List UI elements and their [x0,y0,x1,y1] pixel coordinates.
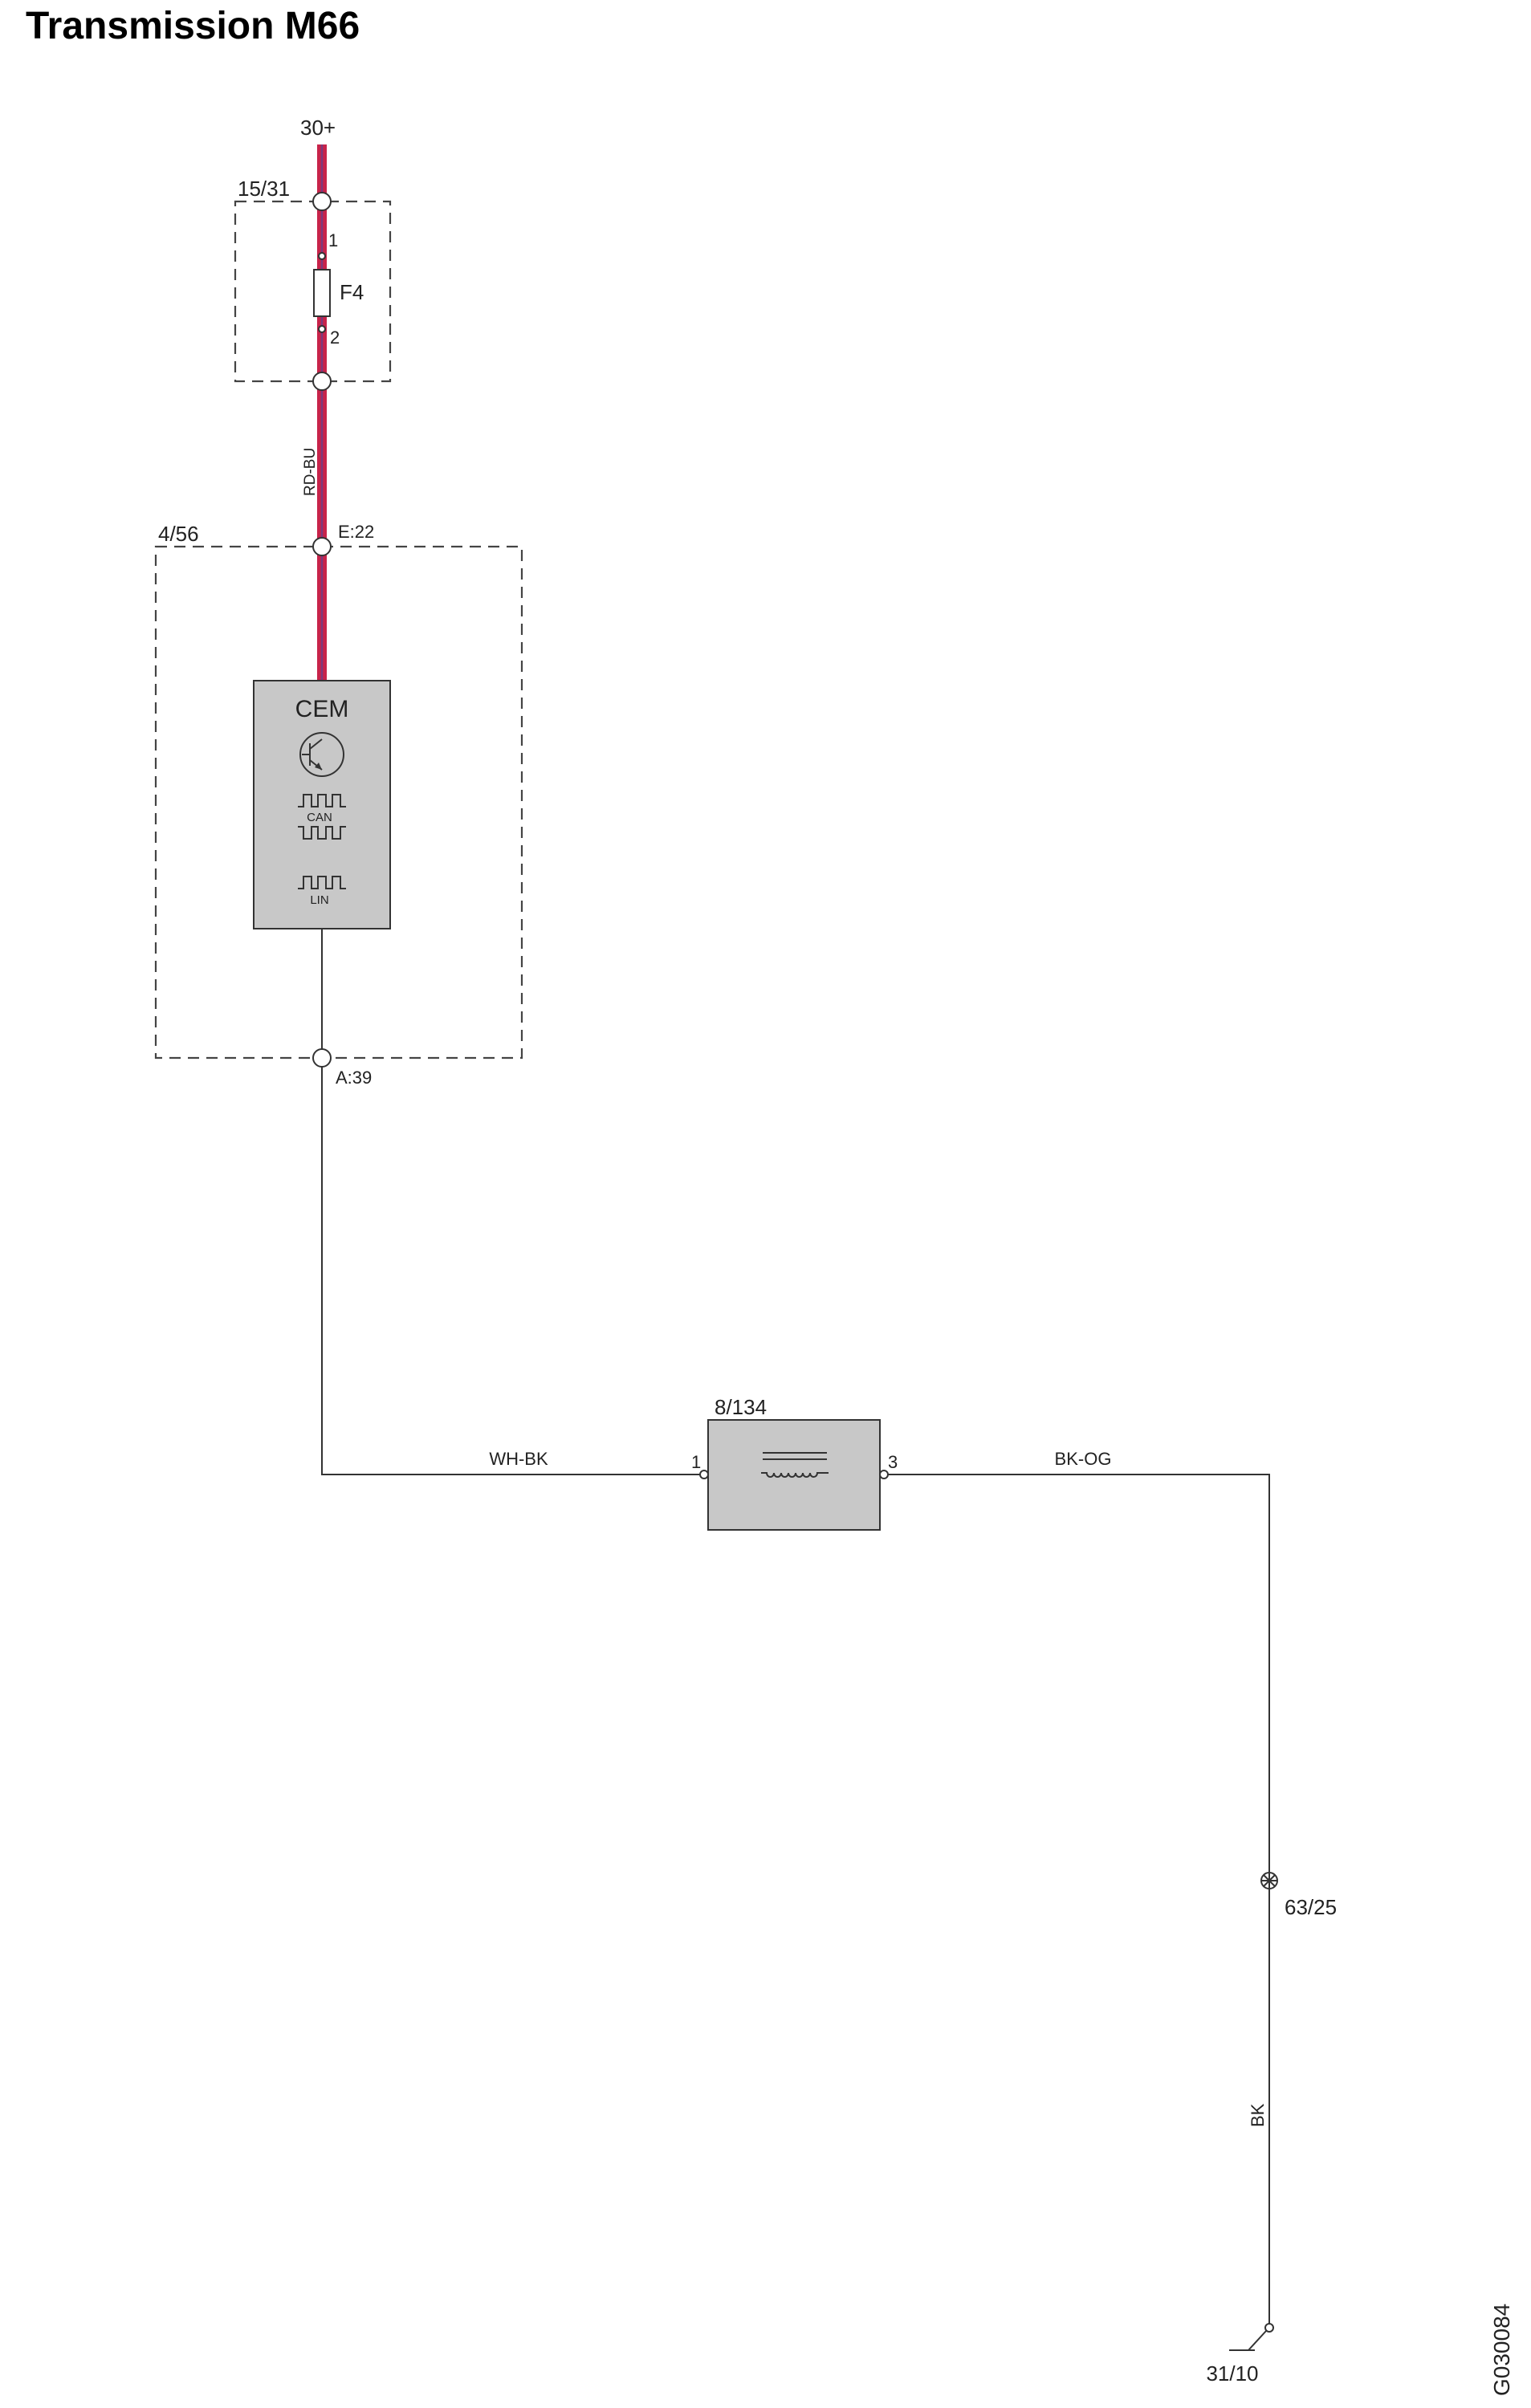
coil-id: 8/134 [715,1395,767,1419]
cem-connector-in: E:22 [338,522,374,542]
coil-pin-in: 1 [691,1452,701,1472]
ground-id: 31/10 [1206,2361,1258,2386]
splice-id: 63/25 [1285,1895,1337,1919]
ground-icon [1229,2323,1274,2351]
cem-box-outline [154,545,523,1060]
transistor-icon [299,732,344,777]
fuse-label: F4 [340,280,364,304]
lin-label: LIN [310,893,328,907]
terminal-fuse-box-bottom [312,372,332,391]
can-label: CAN [307,811,332,824]
fuse-pin-in: 1 [328,230,338,250]
coil-component: 8/134 1 3 [691,1395,898,1531]
coil-icon [761,1452,829,1478]
terminal-fuse-box-top [312,192,332,211]
fuse-pin-1-icon [318,252,326,260]
coil-pin-3-terminal [879,1470,889,1479]
cem-box-id: 4/56 [158,522,199,546]
fuse-box-outline [234,200,392,383]
wire-cem-to-coil-color-code: WH-BK [489,1449,548,1469]
coil-pin-out: 3 [888,1452,898,1472]
supply-label: 30+ [300,116,336,140]
fuse-pin-2-icon [318,325,326,333]
diagram-title: Transmission M66 [26,5,360,47]
supply-wire-color-code: RD-BU [302,448,319,496]
cem-module-label: CEM [295,696,349,722]
wire-ground-color-code: BK [1248,2103,1268,2127]
fuse-f4-icon [313,269,331,317]
can-signal-icon: CAN [298,794,346,840]
figure-code: G030084 [1489,2304,1514,2396]
fuse-box: 15/31 1 2 F4 [234,177,392,383]
wire-coil-to-splice-color-code: BK-OG [1055,1449,1112,1469]
fuse-box-id: 15/31 [238,177,290,201]
fuse-pin-out: 2 [330,327,340,348]
terminal-e22 [312,537,332,556]
lin-signal-icon: LIN [298,876,346,907]
wire-coil-to-splice [888,1474,1270,1873]
cem-module [253,680,391,929]
wire-cem-to-coil [321,929,700,1475]
cem-box: 4/56 E:22 A:39 CEM CAN LIN [154,522,523,1088]
splice-icon [1260,1872,1278,1889]
coil-pin-1-terminal [699,1470,709,1479]
coil-body [707,1419,881,1531]
terminal-a39 [312,1048,332,1068]
cem-connector-out: A:39 [336,1068,372,1088]
